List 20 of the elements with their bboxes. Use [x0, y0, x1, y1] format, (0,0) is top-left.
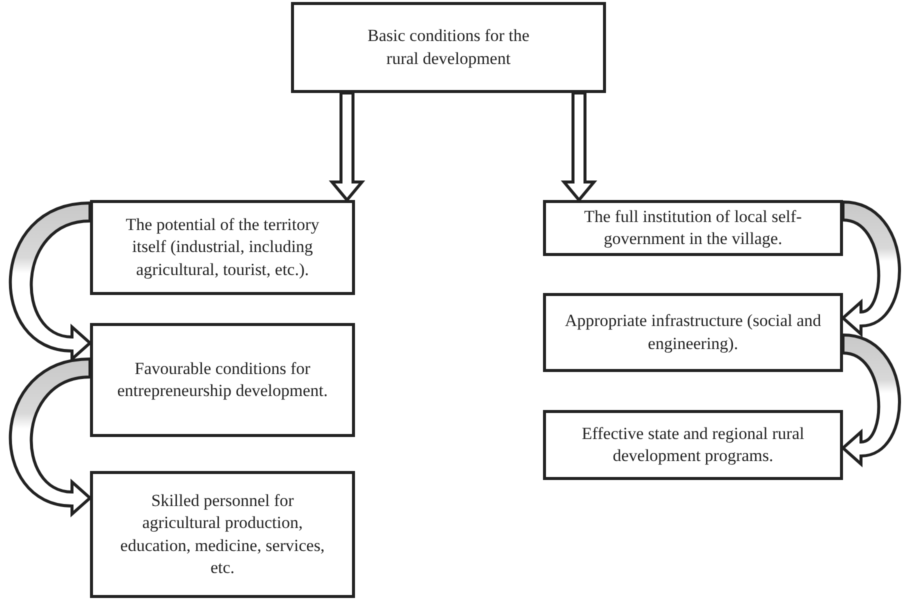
- process-box: [90, 471, 355, 598]
- box-text: Effective state and regional rural development programs.: [580, 422, 806, 467]
- process-box: [90, 323, 355, 437]
- box-text: Basic conditions for the rural development: [366, 25, 530, 70]
- process-box: [543, 293, 843, 372]
- box-text: Skilled personnel for agricultural production, education, medicine, services, etc.: [119, 490, 326, 579]
- process-box: [543, 200, 843, 256]
- process-box: [90, 200, 355, 295]
- block-arrow: [328, 92, 366, 202]
- box-text: The full institution of local self-government in the village.: [583, 206, 803, 250]
- curved-arrow: [842, 200, 901, 336]
- box-text: The potential of the territory itself (industrial, including agricultural, tourist, etc.).: [124, 214, 320, 281]
- process-box: [543, 410, 843, 480]
- curved-arrow: [9, 202, 92, 360]
- box-text: Appropriate infrastructure (social and engineering).: [564, 310, 822, 355]
- box-text: Favourable conditions for entrepreneurship development.: [116, 358, 329, 402]
- curved-arrow: [842, 334, 901, 466]
- curved-arrow: [9, 358, 92, 516]
- block-arrow: [560, 92, 598, 202]
- process-box: [291, 2, 606, 93]
